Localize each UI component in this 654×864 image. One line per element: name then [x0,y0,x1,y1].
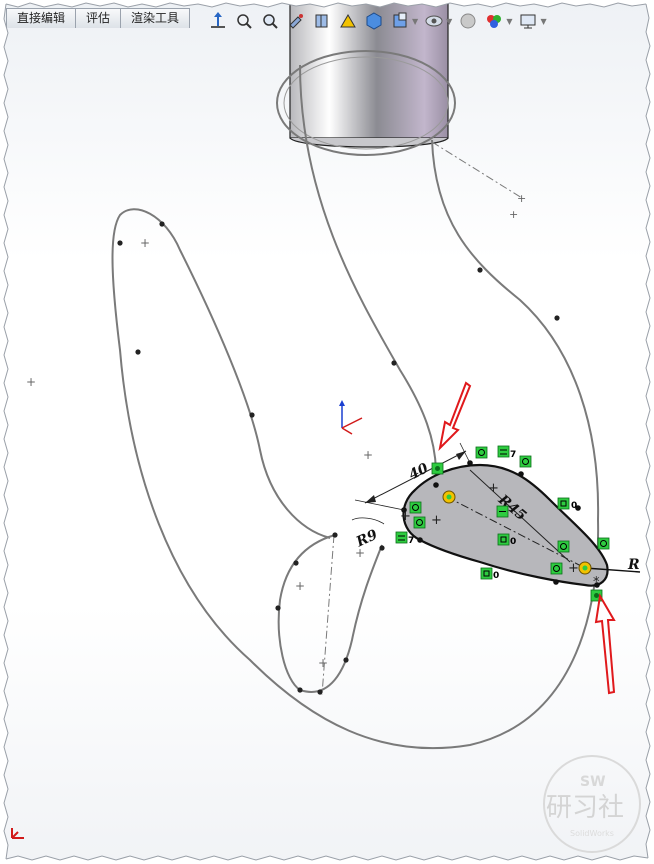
zoom-area-icon[interactable] [258,9,282,33]
svg-text:+: + [488,481,499,496]
tangent-relation-icon [409,501,422,514]
tangent-relation-icon [519,455,532,468]
equal-relation-icon [497,445,510,458]
tangent-relation-icon [557,540,570,553]
dimension-radius-right[interactable]: R [627,557,640,573]
svg-text:+: + [431,513,442,528]
centerline-tip[interactable] [321,534,335,696]
tangent-relation-icon [475,446,488,459]
fixed-relation-icon [497,533,510,546]
fixed-relation-icon [480,567,493,580]
svg-text:SolidWorks: SolidWorks [570,829,614,838]
chevron-down-icon[interactable]: ▼ [506,16,513,26]
tip-profile-curve[interactable] [277,534,383,693]
svg-text:+: + [363,448,373,462]
fixed-relation-icon [557,497,570,510]
tab-evaluate[interactable]: 评估 [75,8,122,28]
origin-axis-icon [339,400,363,435]
svg-text:0: 0 [571,501,577,511]
tab-direct-edit[interactable]: 直接编辑 [6,8,77,28]
svg-text:7: 7 [408,536,414,546]
svg-text:0: 0 [510,537,516,547]
callout-arrow-top [438,381,472,452]
svg-text:+: + [26,375,36,389]
centerline-top[interactable] [431,141,523,199]
guide-curve-right[interactable] [111,139,600,750]
svg-text:0: 0 [493,571,499,581]
tangent-relation-icon [597,537,610,550]
svg-text:+: + [568,561,579,576]
svg-text:研习社: 研习社 [546,793,624,823]
pierce-relation-icon [578,561,592,575]
section-view-icon[interactable] [310,9,334,33]
previous-view-icon[interactable] [284,9,308,33]
watermark-logo: SW 研习社 SolidWorks [543,755,641,853]
scene-icon[interactable] [482,9,506,33]
normal-to-icon[interactable] [206,9,230,33]
heads-up-view-toolbar: ▼ ▼ ▼ ▼ [206,8,551,34]
chevron-down-icon[interactable]: ▼ [412,16,419,26]
hide-show-icon[interactable] [422,9,446,33]
chevron-down-icon[interactable]: ▼ [446,16,453,26]
svg-text:7: 7 [510,450,516,460]
tangent-relation-icon [550,562,563,575]
tab-render-tools[interactable]: 渲染工具 [120,8,191,28]
svg-text:*: * [593,575,600,590]
point-marker: + [517,192,526,205]
callout-arrow-bottom [594,593,616,695]
command-manager-tabs: 直接编辑 评估 渲染工具 [6,8,191,28]
svg-text:+: + [140,236,150,250]
point-marker: + [509,208,518,221]
svg-text:SW: SW [580,774,606,790]
view-orientation-icon[interactable] [362,9,386,33]
tangent-relation-icon [413,516,426,529]
display-style-icon[interactable] [388,9,412,33]
coincident-relation-icon [431,462,444,475]
equal-relation-icon [395,531,408,544]
reference-triad-icon [11,828,24,839]
horizontal-relation-icon [496,505,509,518]
svg-text:+: + [318,656,328,670]
dynamic-annotation-icon[interactable] [336,9,360,33]
edit-appearance-icon[interactable] [456,9,480,33]
svg-text:+: + [400,509,411,524]
chevron-down-icon[interactable]: ▼ [540,16,547,26]
view-settings-icon[interactable] [516,9,540,33]
svg-text:+: + [295,579,305,593]
pierce-relation-icon [442,490,456,504]
zoom-to-fit-icon[interactable] [232,9,256,33]
